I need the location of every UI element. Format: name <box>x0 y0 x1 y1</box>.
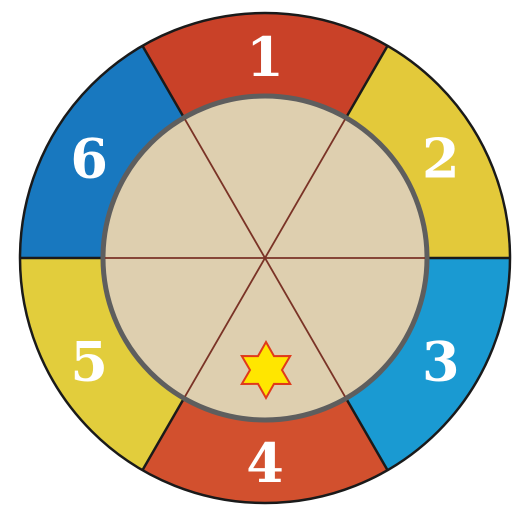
ring-separator <box>141 397 186 471</box>
ring-separators <box>20 45 510 471</box>
sector-4-band[interactable] <box>142 398 388 504</box>
ring-separator <box>344 45 389 119</box>
sector-5-band[interactable] <box>20 258 184 471</box>
sector-1-number: 1 <box>246 25 284 89</box>
sector-numbers: 1 2 3 4 5 6 <box>70 25 459 495</box>
sector-3-band[interactable] <box>346 258 510 471</box>
ring-separator <box>344 397 389 471</box>
sector-1-band[interactable] <box>142 13 388 118</box>
sector-6-number: 6 <box>70 127 108 191</box>
sector-2-band[interactable] <box>346 45 510 258</box>
sector-2-number: 2 <box>422 127 460 191</box>
inner-spokes <box>105 118 425 398</box>
outer-ring <box>20 13 510 504</box>
sector-4-number: 4 <box>246 431 284 495</box>
ring-separator <box>141 45 186 119</box>
sector-6-band[interactable] <box>20 45 184 258</box>
star-icon[interactable] <box>240 339 292 401</box>
outer-outline <box>18 11 512 505</box>
sector-3-number: 3 <box>422 330 460 394</box>
sector-5-number: 5 <box>70 330 108 394</box>
